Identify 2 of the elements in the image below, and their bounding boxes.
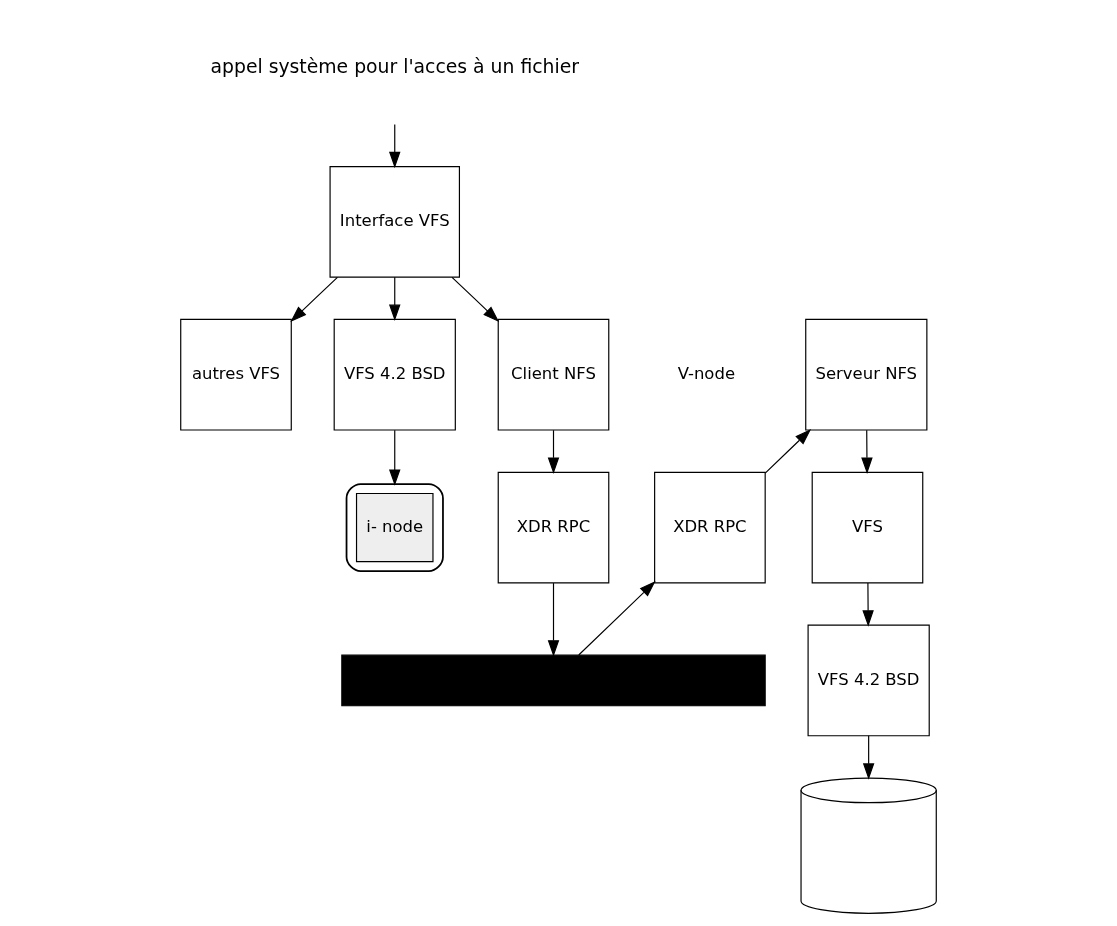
node-text: appel système pour l'acces à un fichier [210, 55, 579, 77]
label: V-node [677, 363, 736, 383]
